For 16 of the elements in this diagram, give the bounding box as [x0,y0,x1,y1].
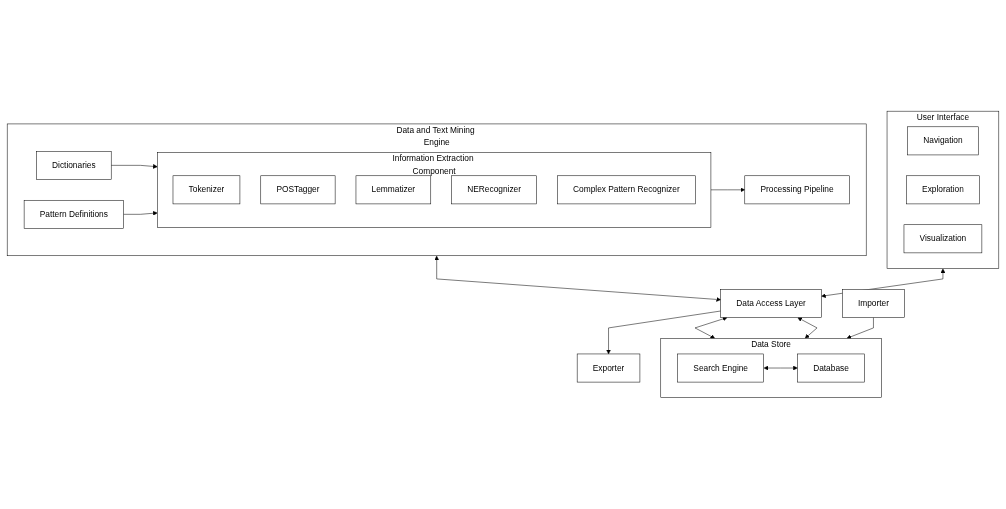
node-box: Importer [842,289,905,318]
node-box: Exploration [906,175,980,205]
node-box: Complex Pattern Recognizer [557,175,696,205]
node-box: Search Engine [677,353,764,383]
node-box: Tokenizer [172,175,241,205]
node-box: Exporter [576,353,641,383]
node-box: Data Access Layer [720,289,822,318]
node-box: Visualization [903,224,983,254]
node-box: Database [797,353,865,383]
node-box: Lemmatizer [355,175,432,205]
node-box: Pattern Definitions [23,200,124,229]
node-box: POSTagger [260,175,336,205]
node-box: Processing Pipeline [744,175,850,205]
node-box: Dictionaries [36,151,112,180]
node-box: Navigation [907,126,979,156]
node-box: NERecognizer [451,175,537,205]
